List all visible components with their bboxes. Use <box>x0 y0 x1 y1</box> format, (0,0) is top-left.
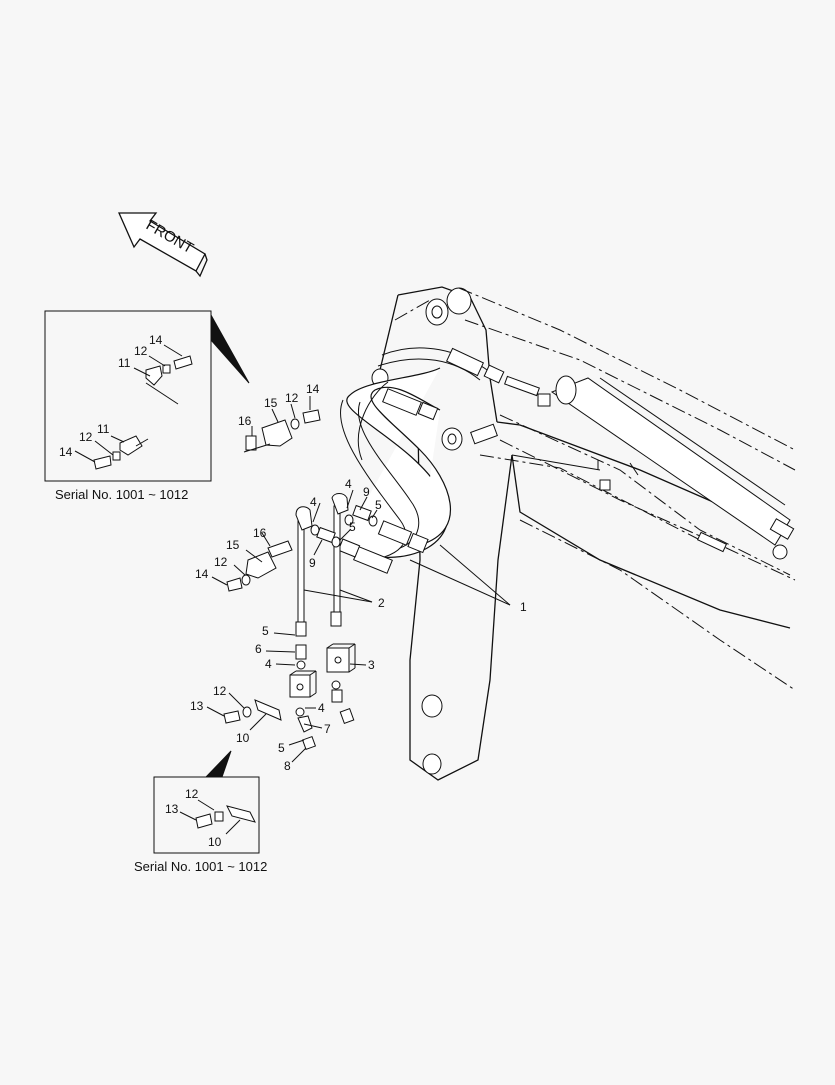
inset-top-label-14b: 14 <box>59 445 73 459</box>
callout-5-right-mid: 5 <box>349 520 356 534</box>
leader-lines <box>206 489 511 763</box>
callout-9-right: 9 <box>363 485 370 499</box>
callout-12-middle: 12 <box>214 555 228 569</box>
middle-clamp-group <box>226 540 293 592</box>
callout-4-right-bottom: 4 <box>318 701 325 715</box>
inset-top-label-11a: 11 <box>118 356 131 370</box>
lower-clamp-group <box>223 699 282 724</box>
callout-10-lower: 10 <box>236 731 250 745</box>
callout-3-valve: 3 <box>368 658 375 672</box>
upper-clamp-group: 14 12 15 16 <box>238 382 321 453</box>
hose-assembly <box>337 347 505 574</box>
callout-5-left: 5 <box>262 624 269 638</box>
inset-bottom-label-10: 10 <box>208 835 222 849</box>
callout-4-left-top: 4 <box>310 495 317 509</box>
callout-12-upper: 12 <box>285 391 299 405</box>
callout-16-middle: 16 <box>253 526 267 540</box>
inset-top-label-12b: 12 <box>79 430 93 444</box>
callout-7: 7 <box>324 722 331 736</box>
inset-bottom-label-13: 13 <box>165 802 179 816</box>
callout-4-right-top: 4 <box>345 477 352 491</box>
inset-bottom-label-12: 12 <box>185 787 199 801</box>
callout-4-left-bottom: 4 <box>265 657 272 671</box>
callout-5-right-top: 5 <box>375 498 382 512</box>
callout-2-pipes: 2 <box>378 596 385 610</box>
inset-top-label-14a: 14 <box>149 333 163 347</box>
front-direction-arrow: FRONT <box>118 212 208 278</box>
inset-top-caption: Serial No. 1001 ~ 1012 <box>55 487 188 502</box>
phantom-lines <box>394 287 796 691</box>
inset-top-label-12a: 12 <box>134 344 148 358</box>
callout-15-middle: 15 <box>226 538 240 552</box>
inset-pointer-bottom <box>204 750 232 778</box>
inset-box-bottom: 12 13 10 <box>153 750 260 854</box>
boom-structure <box>371 286 791 781</box>
boom-fittings <box>470 375 728 553</box>
callout-6-left: 6 <box>255 642 262 656</box>
callout-12-lower: 12 <box>213 684 227 698</box>
callout-13-lower: 13 <box>190 699 204 713</box>
callout-16-upper: 16 <box>238 414 252 428</box>
valve-and-fittings <box>289 643 356 751</box>
pipe-assembly <box>295 493 378 637</box>
callout-14-middle: 14 <box>195 567 209 581</box>
inset-bottom-caption: Serial No. 1001 ~ 1012 <box>134 859 267 874</box>
callout-1-hoses: 1 <box>520 600 527 614</box>
boom-cylinder <box>550 375 795 560</box>
callout-9-left: 9 <box>309 556 316 570</box>
inset-pointer-top <box>210 313 250 384</box>
callout-5-right-bottom: 5 <box>278 741 285 755</box>
callout-14-upper: 14 <box>306 382 320 396</box>
inset-box-top: 14 12 11 11 12 14 <box>44 310 250 482</box>
inset-top-label-11b: 11 <box>97 422 110 436</box>
callout-15-upper: 15 <box>264 396 278 410</box>
callout-8: 8 <box>284 759 291 773</box>
